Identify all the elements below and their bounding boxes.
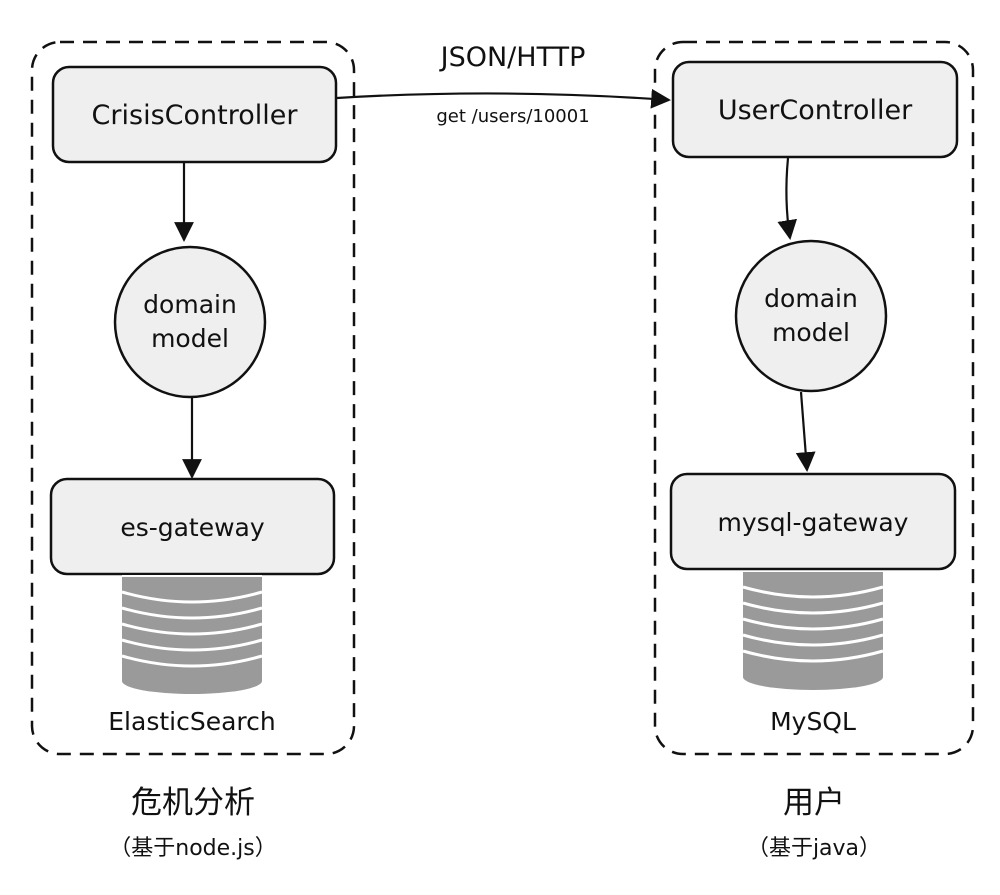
left-service-title: 危机分析 bbox=[131, 785, 255, 821]
left-controller-label: CrisisController bbox=[92, 100, 299, 131]
right-model-line2: model bbox=[772, 318, 850, 347]
right-service-title: 用户 bbox=[783, 785, 845, 821]
left-gateway-label: es-gateway bbox=[120, 513, 265, 542]
left-model-line1: domain bbox=[143, 290, 237, 319]
http-request-arrow bbox=[336, 88, 671, 109]
right-controller-label: UserController bbox=[718, 95, 913, 126]
left-service-subtitle: （基于node.js） bbox=[109, 836, 276, 861]
left-controller-box: CrisisController bbox=[51, 65, 338, 164]
right-service-boundary bbox=[653, 40, 975, 756]
right-service-subtitle: （基于java） bbox=[747, 836, 881, 861]
left-model-line2: model bbox=[151, 324, 229, 353]
right-controller-box: UserController bbox=[671, 60, 959, 159]
right-gateway-label: mysql-gateway bbox=[718, 508, 909, 537]
left-gateway-box: es-gateway bbox=[49, 477, 336, 576]
mysql-database-icon bbox=[742, 572, 884, 690]
right-database-label: MySQL bbox=[770, 707, 856, 736]
right-domain-model-circle: domain model bbox=[734, 239, 888, 393]
right-model-line1: domain bbox=[764, 284, 858, 313]
protocol-label: JSON/HTTP bbox=[439, 42, 586, 73]
left-database-label: ElasticSearch bbox=[108, 707, 275, 736]
elasticsearch-database-icon bbox=[121, 575, 263, 694]
right-model-to-gateway-arrow bbox=[795, 391, 816, 472]
right-controller-to-model-arrow bbox=[777, 157, 798, 240]
right-gateway-box: mysql-gateway bbox=[669, 472, 957, 571]
request-label: get /users/10001 bbox=[436, 106, 589, 127]
left-domain-model-circle: domain model bbox=[113, 245, 267, 399]
